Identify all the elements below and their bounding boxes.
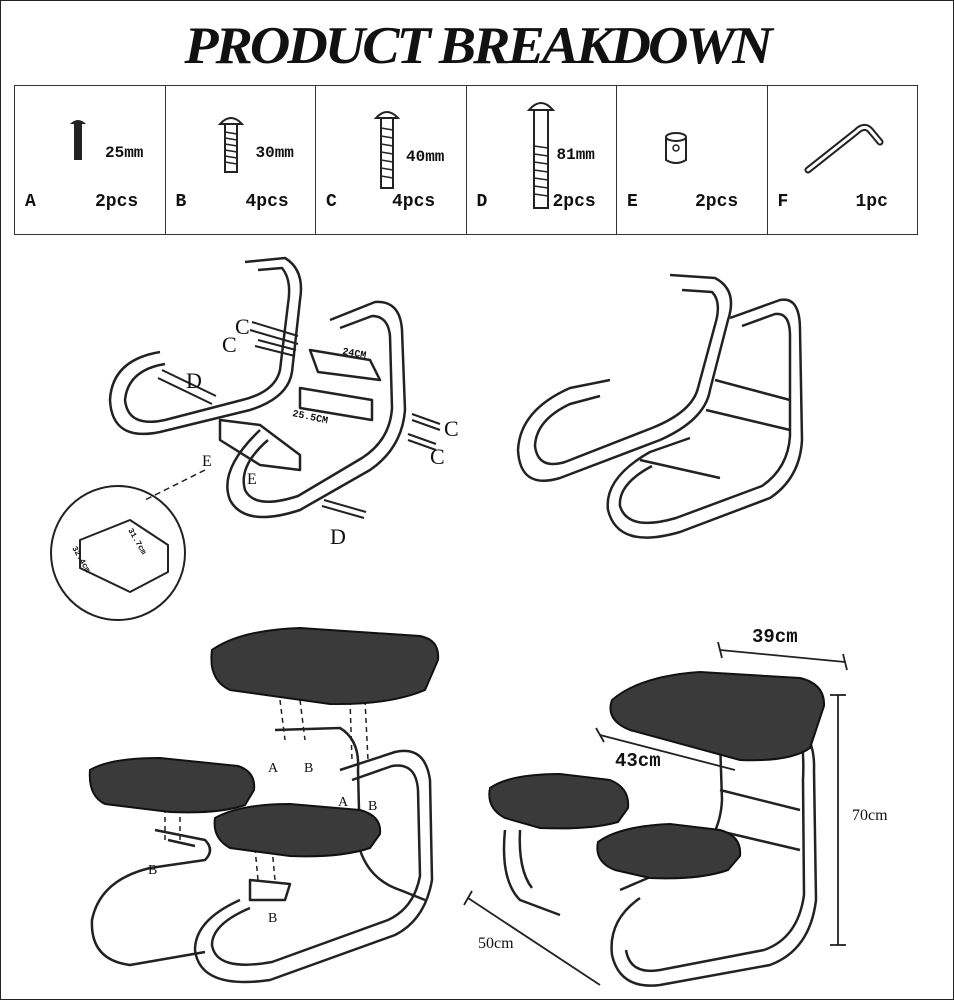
assembly-diagram: C C D C C E E D 24CM 25.5CM 31.7cm 32.4c… bbox=[50, 256, 888, 987]
detail-dim-width: 32.4cm bbox=[69, 545, 91, 575]
part-qty: 4pcs bbox=[245, 192, 289, 212]
frame-dim-top: 24CM bbox=[341, 347, 367, 362]
label-d1: D bbox=[186, 368, 202, 393]
exploded-seat-guides bbox=[164, 699, 369, 881]
label-c4: C bbox=[430, 444, 445, 469]
dim-length: 50cm bbox=[478, 935, 514, 952]
dimension-labels: 39cm 43cm 70cm 50cm bbox=[478, 626, 888, 952]
allen-key-icon bbox=[804, 123, 883, 174]
part-letter: A bbox=[25, 192, 36, 212]
part-qty: 2pcs bbox=[695, 192, 739, 212]
exploded-bolts bbox=[157, 321, 441, 519]
part-letter: E bbox=[627, 192, 638, 212]
part-cell-f: F 1pc bbox=[766, 85, 918, 235]
part-cell-d: 81mm D 2pcs bbox=[465, 85, 617, 235]
label-e2: E bbox=[247, 471, 257, 488]
exploded-frame bbox=[108, 256, 407, 519]
short-bolt-icon bbox=[70, 120, 86, 160]
part-cell-c: 40mm C 4pcs bbox=[315, 85, 467, 235]
detail-callout bbox=[50, 469, 206, 621]
part-letter: F bbox=[777, 192, 789, 212]
long-bolt-icon bbox=[373, 111, 401, 189]
part-size: 25mm bbox=[105, 144, 144, 162]
part-cell-e: E 2pcs bbox=[616, 85, 768, 235]
barrel-nut-icon bbox=[665, 132, 687, 164]
dim-height: 70cm bbox=[852, 807, 888, 824]
label-b3: B bbox=[148, 863, 157, 878]
knee-pad-left-exploded bbox=[88, 756, 256, 814]
part-letter: D bbox=[476, 192, 488, 212]
part-qty: 2pcs bbox=[552, 192, 596, 212]
part-size: 40mm bbox=[406, 148, 445, 166]
label-c2: C bbox=[222, 332, 237, 357]
label-a1: A bbox=[268, 761, 279, 776]
knee-pad-right-assembled bbox=[596, 822, 742, 880]
part-cell-a: 25mm A 2pcs bbox=[14, 85, 166, 235]
dim-width: 39cm bbox=[752, 626, 798, 648]
seat-cushion-exploded bbox=[210, 626, 440, 706]
seat-cushion-assembled bbox=[609, 670, 826, 762]
dim-depth: 43cm bbox=[615, 750, 661, 772]
part-size: 81mm bbox=[556, 146, 595, 164]
page-title: PRODUCT BREAKDOWN bbox=[184, 16, 772, 76]
label-c1: C bbox=[235, 314, 250, 339]
part-letter: B bbox=[175, 192, 187, 212]
cushions bbox=[88, 626, 826, 880]
part-letter: C bbox=[326, 192, 337, 212]
label-c3: C bbox=[444, 416, 459, 441]
part-size: 30mm bbox=[255, 144, 294, 162]
label-e1: E bbox=[202, 453, 212, 470]
label-a2: A bbox=[338, 795, 349, 810]
knee-pad-right-exploded bbox=[213, 802, 382, 858]
part-qty: 4pcs bbox=[392, 192, 436, 212]
label-b4: B bbox=[268, 911, 277, 926]
assembled-frame bbox=[516, 273, 804, 539]
part-cell-b: 30mm B 4pcs bbox=[164, 85, 316, 235]
label-b1: B bbox=[304, 761, 313, 776]
part-qty: 1pc bbox=[855, 192, 888, 212]
part-qty: 2pcs bbox=[95, 192, 139, 212]
label-d2: D bbox=[330, 524, 346, 549]
extra-long-bolt-icon bbox=[526, 102, 555, 209]
knee-pad-left-assembled bbox=[488, 772, 630, 830]
detail-dim-length: 31.7cm bbox=[125, 527, 147, 557]
bolt-icon bbox=[217, 117, 244, 173]
parts-table: 25mm A 2pcs 30mm B 4pcs bbox=[14, 85, 918, 235]
label-b2: B bbox=[368, 799, 377, 814]
dimension-lines bbox=[463, 641, 848, 986]
